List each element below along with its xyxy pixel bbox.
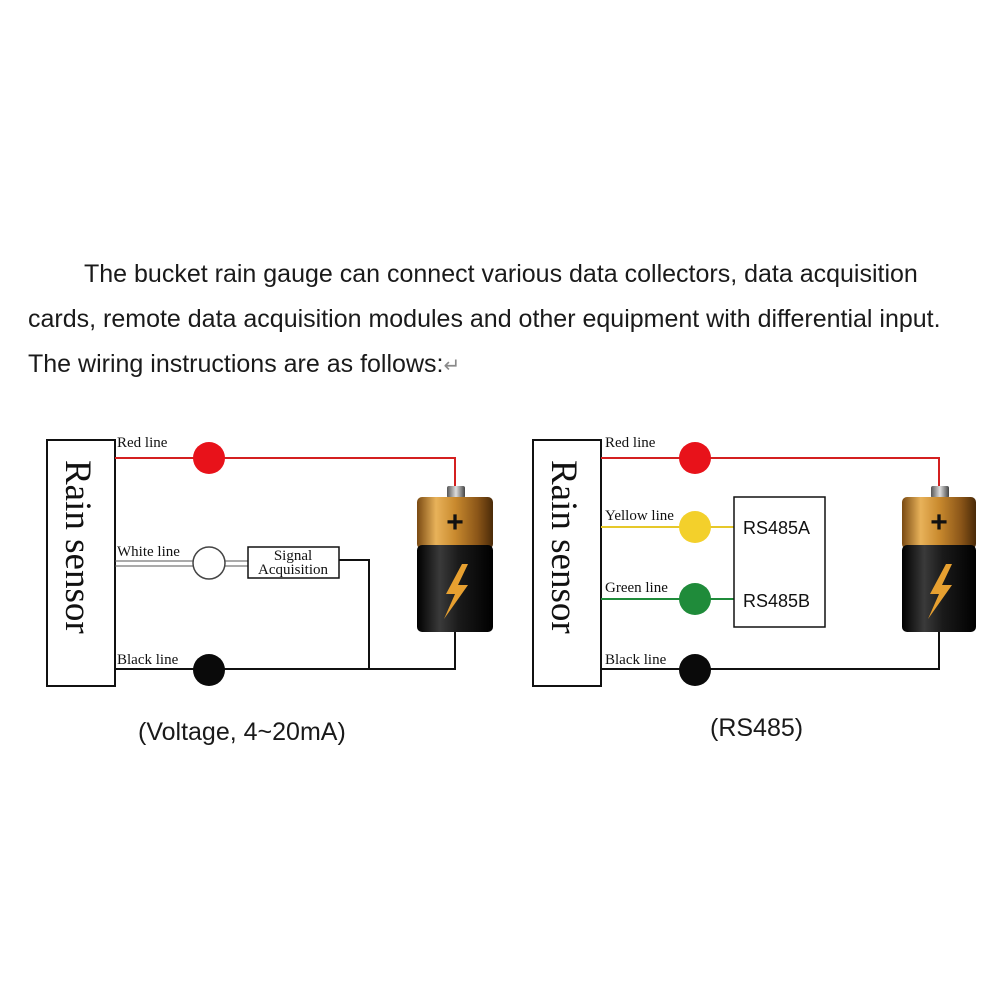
right-green-terminal bbox=[679, 583, 711, 615]
right-red-line-label: Red line bbox=[605, 435, 656, 451]
signal-acquisition-box bbox=[247, 546, 340, 579]
intro-text: The bucket rain gauge can connect variou… bbox=[28, 260, 941, 378]
left-red-wire bbox=[115, 457, 456, 492]
intro-paragraph: The bucket rain gauge can connect variou… bbox=[28, 252, 988, 389]
left-battery-plus: + bbox=[446, 506, 464, 539]
left-battery-icon: + bbox=[417, 486, 493, 632]
right-wiring-diagram: Rain sensor Red line Yellow line Green l… bbox=[532, 435, 976, 687]
left-wiring-diagram: Rain sensor Red line White line Signal A… bbox=[46, 435, 493, 687]
left-black-wire bbox=[115, 632, 456, 670]
right-black-line-label: Black line bbox=[605, 652, 667, 668]
rs485b-label: RS485B bbox=[743, 591, 810, 611]
left-red-terminal bbox=[193, 442, 225, 474]
rs485a-label: RS485A bbox=[743, 518, 810, 538]
right-yellow-line-label: Yellow line bbox=[605, 508, 674, 524]
right-battery-icon: + bbox=[902, 486, 976, 632]
right-rain-sensor-box bbox=[532, 439, 602, 687]
right-diagram-caption: (RS485) bbox=[710, 714, 804, 742]
signal-box-line2: Acquisition bbox=[258, 562, 328, 578]
right-battery-plus: + bbox=[930, 506, 948, 539]
left-black-terminal bbox=[193, 654, 225, 686]
right-green-line-label: Green line bbox=[605, 580, 668, 596]
left-white-line-label: White line bbox=[117, 544, 180, 560]
rs485-module-box bbox=[733, 496, 826, 628]
right-red-terminal bbox=[679, 442, 711, 474]
right-black-wire bbox=[601, 632, 940, 670]
right-black-terminal bbox=[679, 654, 711, 686]
signal-box-line1: Signal bbox=[274, 548, 312, 564]
left-diagram-caption: (Voltage, 4~20mA) bbox=[138, 718, 346, 746]
right-yellow-terminal bbox=[679, 511, 711, 543]
left-rain-sensor-box bbox=[46, 439, 116, 687]
signal-to-ground-wire bbox=[339, 559, 370, 669]
left-rain-sensor-label: Rain sensor bbox=[57, 460, 98, 634]
left-red-line-label: Red line bbox=[117, 435, 168, 451]
right-rain-sensor-label: Rain sensor bbox=[543, 460, 584, 634]
left-white-terminal bbox=[192, 546, 226, 580]
paragraph-return-mark: ↵ bbox=[443, 355, 461, 377]
left-black-line-label: Black line bbox=[117, 652, 179, 668]
right-red-wire bbox=[601, 457, 940, 492]
right-battery-bolt-icon bbox=[928, 564, 952, 619]
left-battery-bolt-icon bbox=[444, 564, 468, 619]
